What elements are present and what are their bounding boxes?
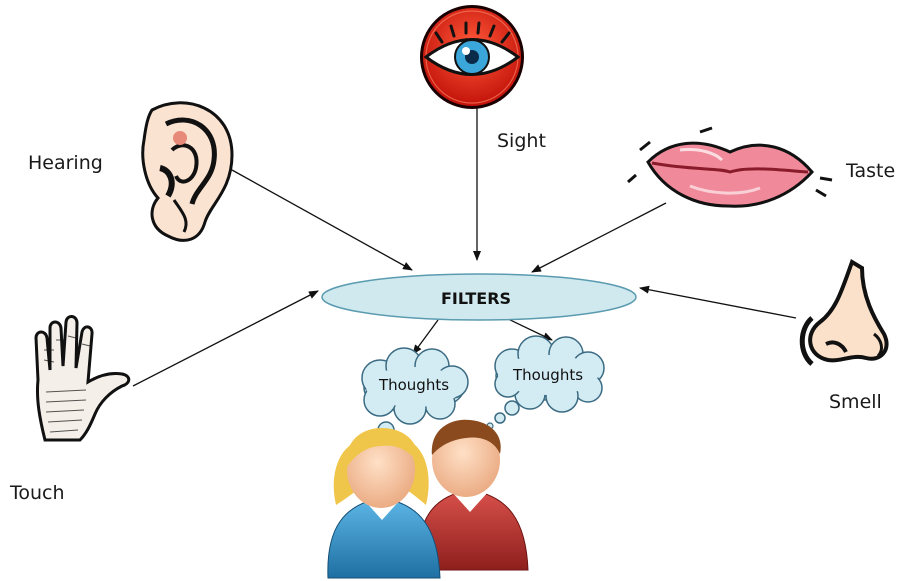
arrow-smell	[639, 285, 797, 319]
thought-cloud-right: Thoughts	[486, 335, 605, 430]
hearing-label: Hearing	[28, 152, 103, 174]
lips-icon	[627, 126, 833, 208]
filters-label: FILTERS	[441, 289, 511, 308]
thought-label-right: Thoughts	[512, 366, 583, 384]
arrow-taste	[531, 202, 667, 273]
woman-figure	[327, 428, 441, 579]
nose-icon	[799, 259, 889, 366]
smell-label: Smell	[829, 391, 882, 413]
arrows	[132, 106, 797, 387]
arrow-hearing	[231, 169, 413, 271]
arrow-to-thought-right	[505, 317, 553, 341]
filters-node: FILTERS	[321, 273, 637, 321]
taste-label: Taste	[846, 160, 896, 182]
arrow-to-thought-left	[412, 319, 439, 355]
eye-icon	[420, 5, 524, 109]
touch-label: Touch	[10, 482, 65, 504]
sight-label: Sight	[497, 130, 546, 152]
hand-icon	[34, 315, 131, 442]
man-figure	[417, 419, 529, 571]
arrow-touch	[132, 290, 319, 387]
two-people-icon	[327, 419, 529, 579]
ear-icon	[141, 101, 234, 242]
thought-label-left: Thoughts	[378, 376, 449, 394]
